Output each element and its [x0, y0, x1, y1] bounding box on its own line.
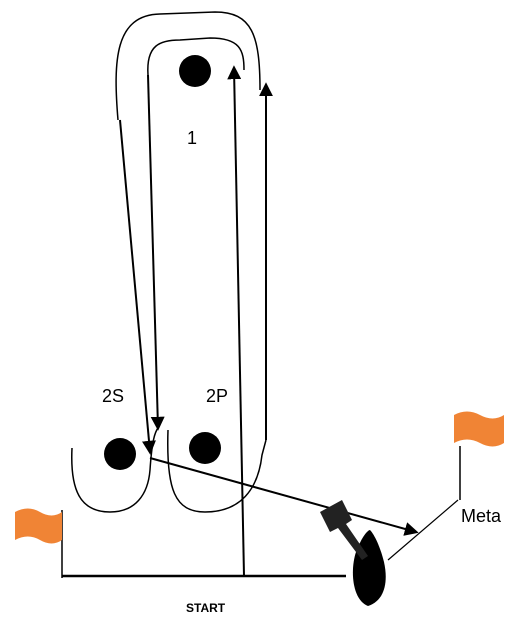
upwind-leg-center: [227, 65, 245, 577]
finish-flag-icon: [454, 411, 504, 447]
finish-line: [387, 499, 459, 561]
outer-loop-line: [115, 11, 261, 121]
finish-leg: [149, 457, 419, 536]
downwind-leg-outer: [119, 119, 156, 455]
mark-2p-label: 2P: [206, 386, 228, 406]
mark-1: [179, 55, 211, 87]
mark-1-label: 1: [187, 128, 197, 148]
mark-2p: [189, 432, 221, 464]
gate-loop-2p: [166, 429, 267, 513]
finish-label: Meta: [461, 506, 502, 526]
inner-loop-line: [147, 37, 245, 76]
mark-2s: [104, 438, 136, 470]
downwind-leg-inner: [147, 74, 165, 431]
committee-flag-icon: [320, 500, 368, 560]
mark-2s-label: 2S: [102, 386, 124, 406]
start-label: START: [186, 601, 226, 615]
start-flag-icon: [15, 508, 62, 544]
